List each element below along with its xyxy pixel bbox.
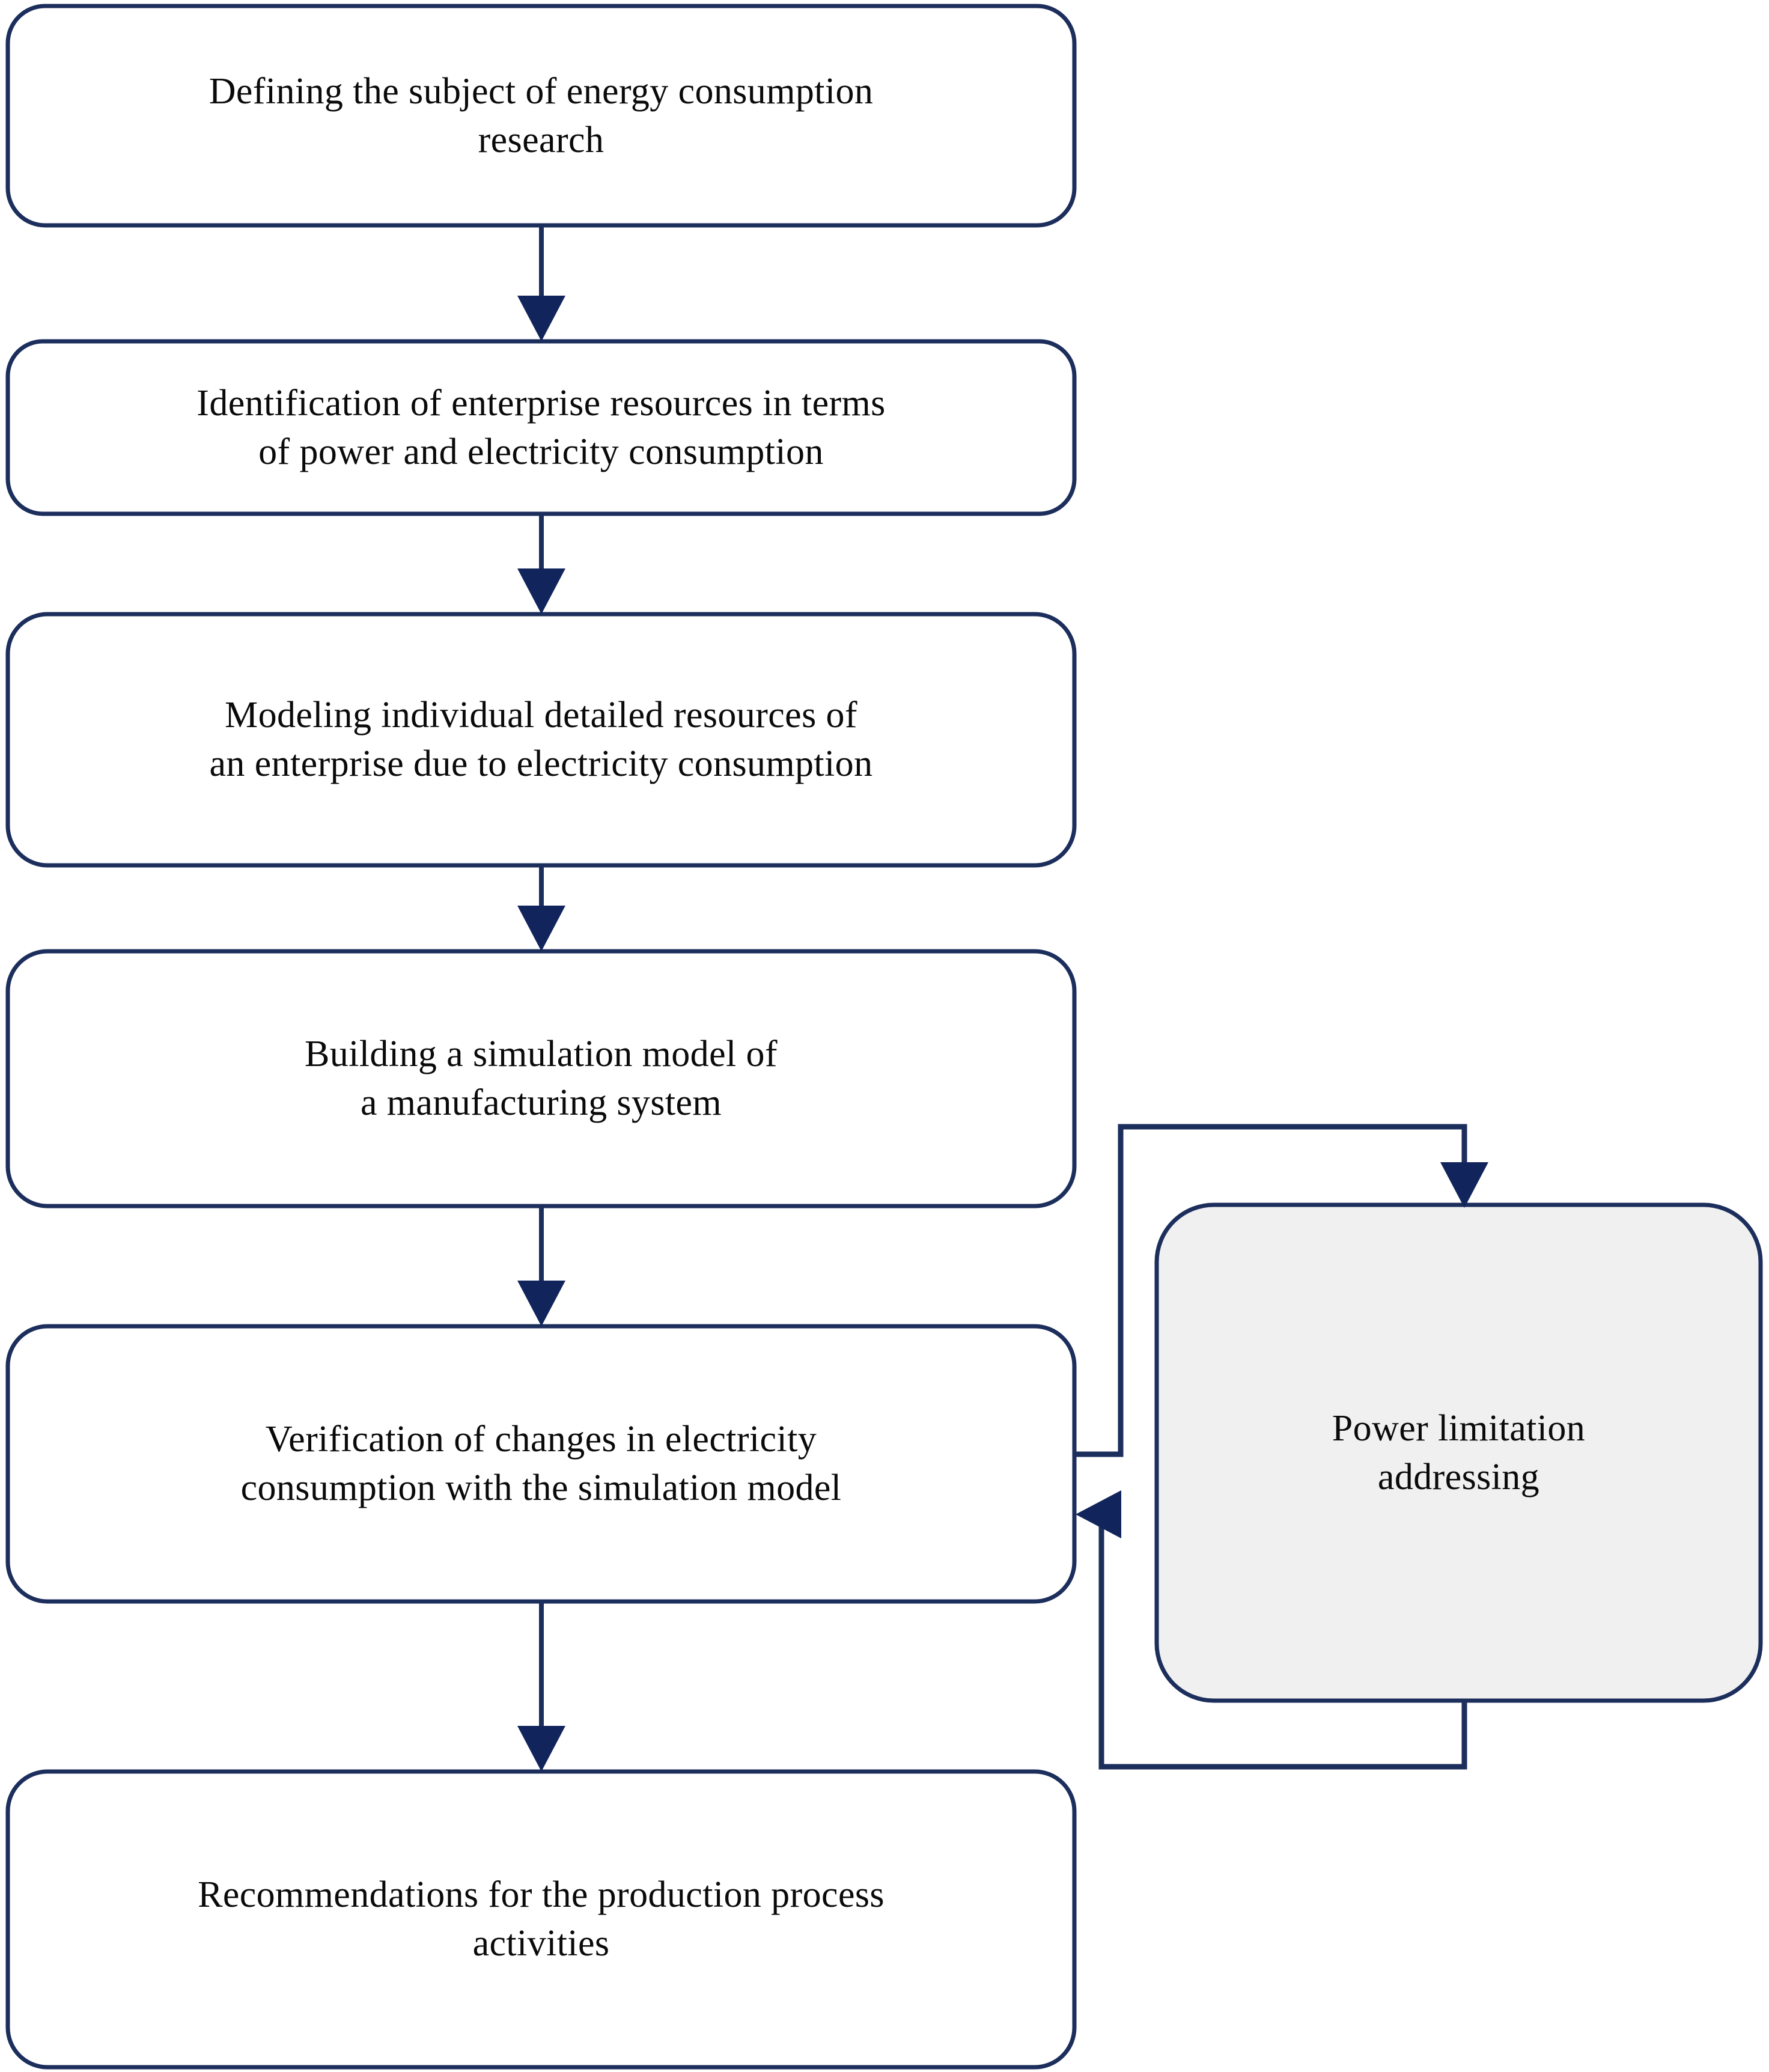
node-defining[interactable] [5,4,1077,228]
node-modeling[interactable] [5,612,1077,868]
edge-building-to-verification [517,1206,565,1326]
node-power-limitation[interactable] [1154,1202,1763,1703]
edge-defining-to-identification [517,225,565,341]
node-recommendations[interactable] [5,1769,1077,2070]
node-building[interactable] [5,949,1077,1208]
node-identification[interactable] [5,339,1077,516]
edge-identification-to-modeling [517,514,565,614]
edge-modeling-to-building [517,865,565,951]
edge-power-limitation-to-verification [1076,1490,1467,1770]
edge-verification-to-power-limitation [1074,1124,1488,1457]
node-verification[interactable] [5,1324,1077,1604]
edge-verification-to-recommendations [517,1601,565,1772]
